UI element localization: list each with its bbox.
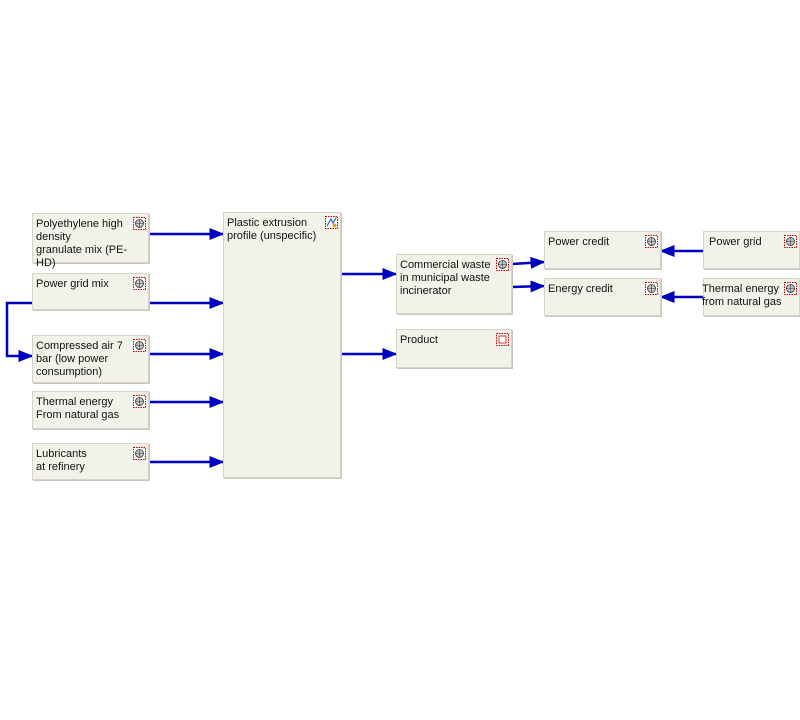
node-thermal-energy-in[interactable]: Thermal energy From natural gas <box>32 391 149 429</box>
node-plastic-extrusion[interactable]: Plastic extrusion profile (unspecific) <box>223 212 341 478</box>
node-product[interactable]: Product <box>396 329 512 368</box>
globe-plan-icon <box>496 258 509 271</box>
node-label: Commercial waste in municipal waste inci… <box>400 259 491 297</box>
node-label: Compressed air 7 bar (low power consumpt… <box>36 340 123 378</box>
node-energy-credit[interactable]: Energy credit <box>544 278 661 316</box>
plan-icon <box>496 333 509 346</box>
node-pe-hd[interactable]: Polyethylene high density granulate mix … <box>32 213 149 269</box>
node-label: Plastic extrusion profile (unspecific) <box>227 217 317 242</box>
node-label: Power grid mix <box>36 278 109 290</box>
node-label: Polyethylene high density granulate mix … <box>36 218 128 269</box>
user-process-icon <box>325 216 338 229</box>
node-power-credit[interactable]: Power credit <box>544 231 661 269</box>
node-compressed-air[interactable]: Compressed air 7 bar (low power consumpt… <box>32 335 149 383</box>
globe-plan-icon <box>645 235 658 248</box>
node-incinerator[interactable]: Commercial waste in municipal waste inci… <box>396 254 512 314</box>
node-lubricants[interactable]: Lubricants at refinery <box>32 443 149 480</box>
node-label: Thermal energy from natural gas <box>702 283 782 308</box>
node-thermal-energy-out[interactable]: Thermal energy from natural gas <box>702 278 800 316</box>
node-label: Power credit <box>548 236 610 248</box>
globe-plan-icon <box>133 339 146 352</box>
globe-plan-icon <box>784 282 797 295</box>
globe-plan-icon <box>133 447 146 460</box>
node-label: Product <box>400 334 438 346</box>
node-label: Power grid <box>709 236 762 248</box>
edge-incinerator-to-energy-credit <box>511 280 546 293</box>
globe-plan-icon <box>133 217 146 230</box>
edge-incinerator-to-power-credit <box>511 256 546 269</box>
node-label: Energy credit <box>548 283 613 295</box>
node-power-grid-mix[interactable]: Power grid mix <box>32 273 149 310</box>
node-label: Lubricants at refinery <box>36 448 87 473</box>
globe-plan-icon <box>784 235 797 248</box>
globe-plan-icon <box>133 277 146 290</box>
edge-power-grid-mix-to-compressed-air <box>5 301 34 362</box>
node-label: Thermal energy From natural gas <box>36 396 120 421</box>
globe-plan-icon <box>645 282 658 295</box>
node-power-grid[interactable]: Power grid <box>703 231 800 269</box>
globe-plan-icon <box>133 395 146 408</box>
